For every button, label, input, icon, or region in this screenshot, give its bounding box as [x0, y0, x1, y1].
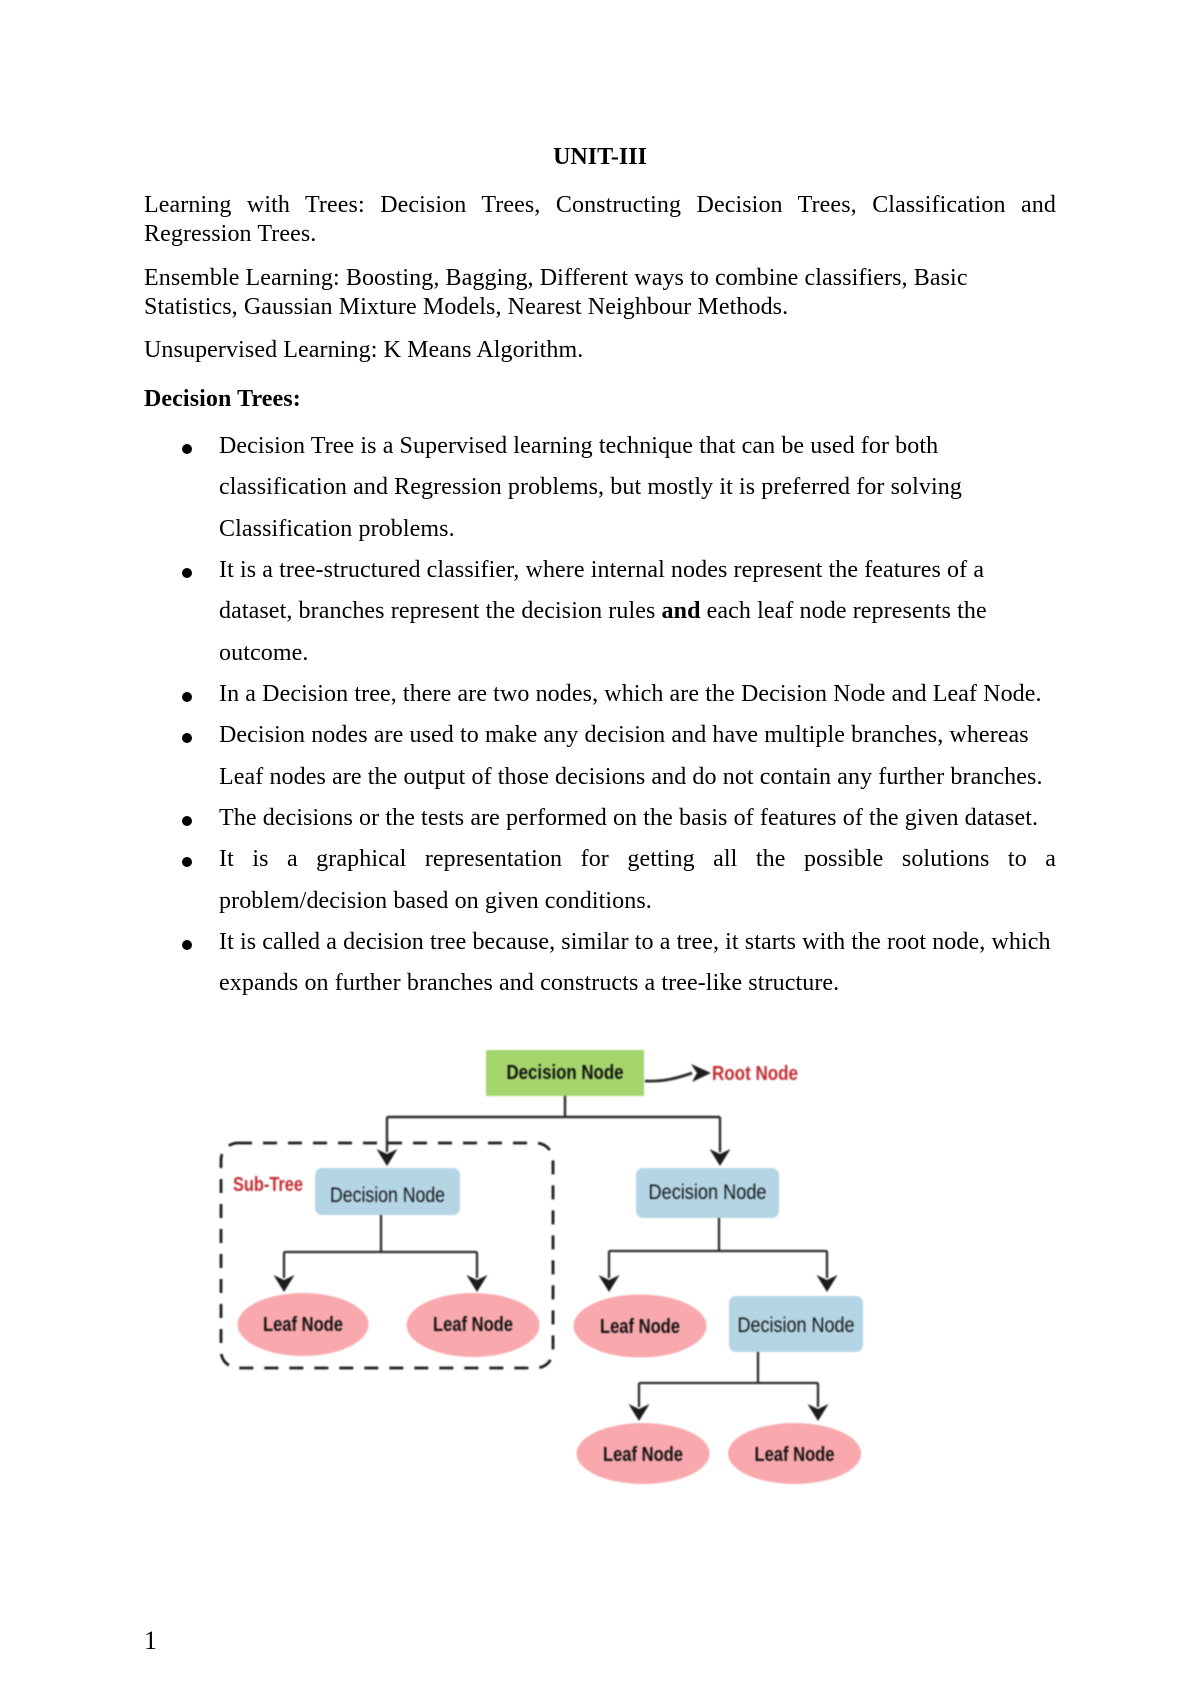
svg-text:Leaf Node: Leaf Node: [263, 1314, 343, 1336]
svg-text:Root Node: Root Node: [712, 1063, 798, 1085]
svg-text:Decision Node: Decision Node: [330, 1184, 445, 1207]
svg-text:Leaf Node: Leaf Node: [433, 1314, 513, 1336]
svg-text:Leaf Node: Leaf Node: [755, 1444, 835, 1466]
svg-text:Decision Node: Decision Node: [507, 1062, 624, 1084]
svg-text:Decision Node: Decision Node: [649, 1181, 767, 1204]
svg-text:Leaf Node: Leaf Node: [600, 1316, 680, 1338]
svg-text:Decision Node: Decision Node: [738, 1314, 855, 1337]
svg-text:Leaf Node: Leaf Node: [603, 1444, 683, 1466]
svg-text:Sub-Tree: Sub-Tree: [233, 1174, 303, 1196]
